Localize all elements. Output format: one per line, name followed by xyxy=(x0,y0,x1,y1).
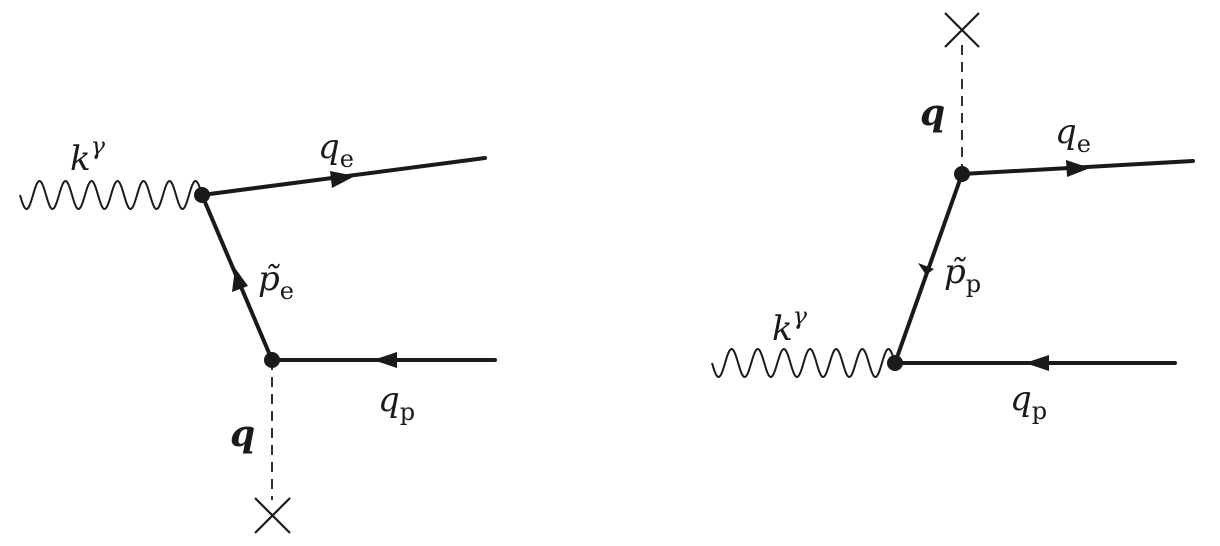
vertex-lower xyxy=(887,355,903,371)
outgoing-electron-arrow xyxy=(1066,160,1090,177)
external-source-cross xyxy=(944,12,980,48)
propagator-arrow xyxy=(918,263,934,275)
propagator-arrow xyxy=(232,268,248,292)
vertex-upper xyxy=(954,166,970,182)
photon-line xyxy=(711,347,896,379)
propagator-label: p̃p xyxy=(944,252,981,298)
photon-line xyxy=(19,179,203,211)
vertex-upper xyxy=(194,187,210,203)
outgoing-electron-label: qe xyxy=(318,127,354,173)
external-source-cross xyxy=(254,497,291,534)
incoming-proton-label: qp xyxy=(378,380,415,426)
incoming-proton-label: qp xyxy=(1010,379,1047,425)
vertex-lower xyxy=(264,352,280,368)
external-momentum-label: q xyxy=(230,413,255,455)
propagator-label: p̃e xyxy=(258,259,294,305)
diagram-left: kγ qe p̃e qp q xyxy=(19,127,497,534)
incoming-proton-arrow xyxy=(1025,355,1049,371)
outgoing-electron-arrow xyxy=(330,171,355,188)
diagram-right: kγ qe p̃p qp q xyxy=(711,12,1195,425)
photon-label: kγ xyxy=(772,302,808,349)
external-momentum-label: q xyxy=(920,92,945,134)
photon-label: kγ xyxy=(70,132,106,179)
incoming-proton-arrow xyxy=(373,352,397,368)
outgoing-electron-label: qe xyxy=(1055,112,1091,158)
